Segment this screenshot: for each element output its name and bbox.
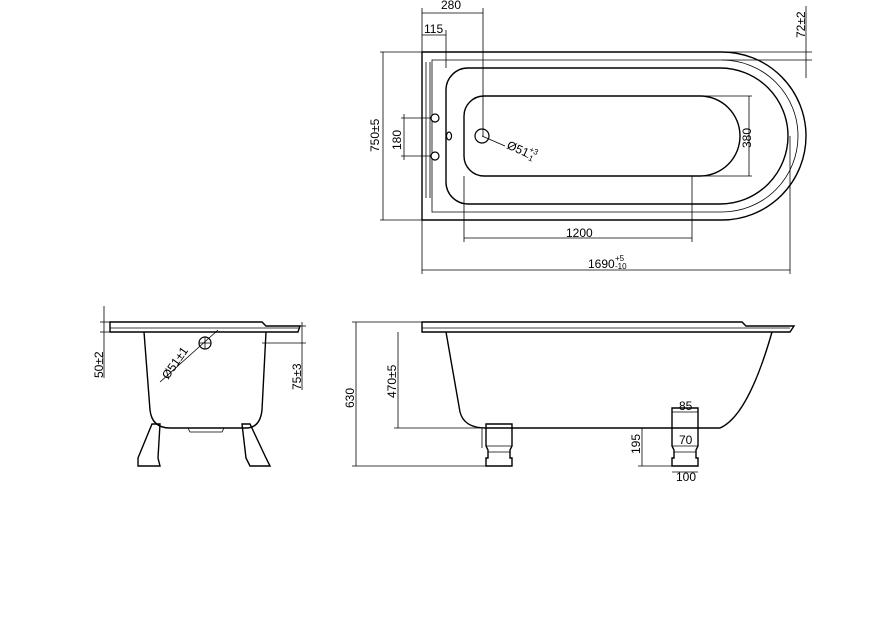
dim-115-label: 115: [424, 22, 443, 36]
side-rim: [421, 321, 796, 333]
end-view: Ø51±1 50±2 75±3: [92, 306, 306, 467]
waste-leader: [481, 135, 506, 147]
end-waste-leader: [159, 329, 219, 383]
tub-rim-outline: [421, 51, 807, 221]
end-bowl: [143, 331, 267, 429]
dim-180-label: 180: [390, 130, 404, 150]
dim-100-label: 100: [676, 470, 696, 484]
dim-1200-label: 1200: [566, 226, 593, 240]
dim-470-label: 470±5: [385, 364, 399, 398]
waste-diameter-sub: -1: [524, 152, 535, 163]
dim-72-label: 72±2: [794, 11, 808, 38]
dim-75-label: 75±3: [290, 363, 304, 390]
side-foot-left: [485, 423, 513, 467]
dim-195-label: 195: [629, 434, 643, 454]
side-body: [445, 331, 773, 429]
end-waste-label: Ø51±1: [159, 344, 191, 382]
waste-diameter-group: Ø51 +3 -1: [505, 138, 540, 164]
dim-280-label: 280: [441, 0, 461, 12]
basin-top-edge: [445, 67, 789, 205]
top-view: 280 115 72±2 750±5 180 380 Ø51 +3 -1: [368, 0, 812, 274]
end-leg-right: [241, 423, 272, 467]
dim-85-label: 85: [679, 399, 693, 413]
tub-deck-line: [431, 59, 799, 213]
tap-hole-upper: [430, 113, 440, 123]
end-leg-left: [137, 423, 161, 467]
end-bowl-bottom: [187, 427, 225, 433]
dim-750-label: 750±5: [368, 118, 382, 152]
end-rim: [109, 321, 301, 333]
dim-630-label: 630: [343, 388, 357, 408]
dim-380-label: 380: [740, 128, 754, 148]
dim-1690-sup: +5: [615, 254, 625, 263]
dim-1690-sub: -10: [615, 262, 627, 271]
dim-1690-label: 1690: [588, 257, 615, 271]
dim-50-label: 50±2: [92, 351, 106, 378]
waste-diameter-sup: +3: [528, 145, 540, 157]
dim-1690-group: 1690 +5 -10: [588, 254, 627, 271]
tap-hole-lower: [430, 151, 440, 161]
dim-70-label: 70: [679, 433, 693, 447]
overflow-hole: [445, 131, 453, 141]
basin-floor: [463, 95, 741, 177]
side-view: 630 470±5 85 195 70 100: [343, 321, 796, 484]
